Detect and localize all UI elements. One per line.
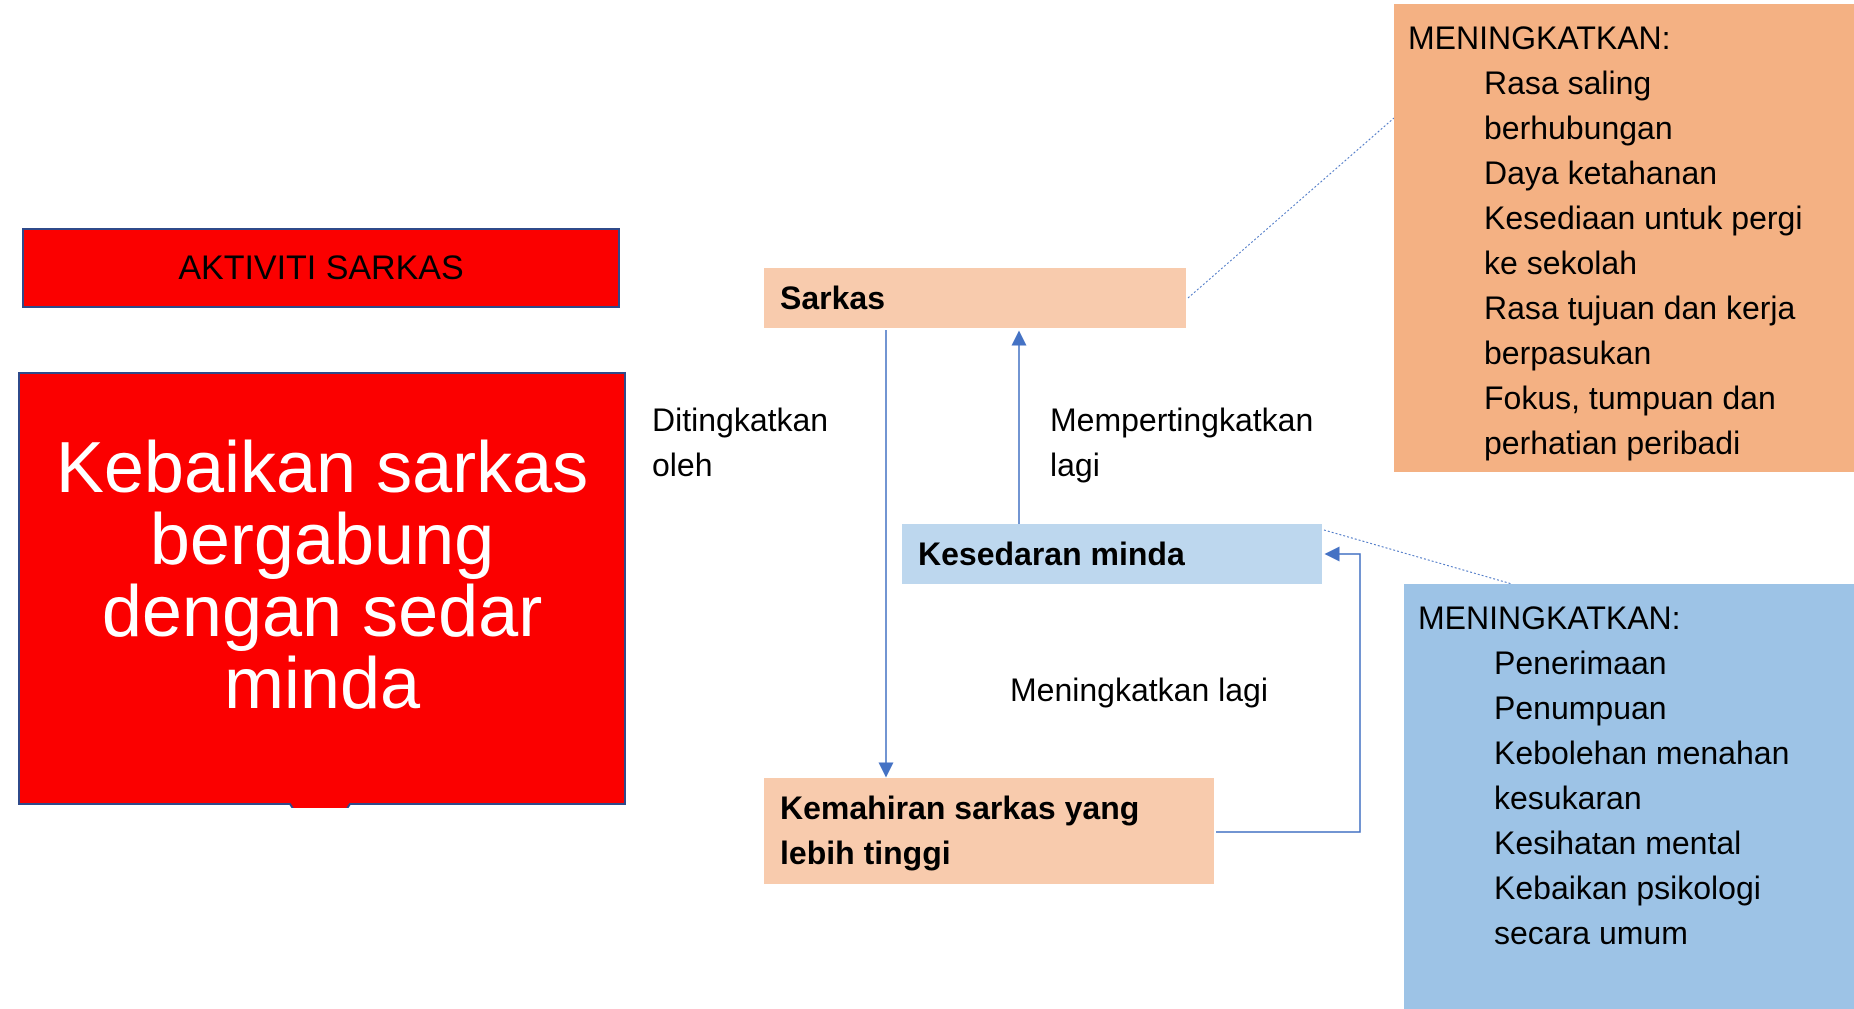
callout-text: Kebaikan sarkas bergabung dengan sedar m…: [55, 428, 589, 724]
orange-panel-heading: MENINGKATKAN:: [1408, 20, 1671, 56]
blue-benefits-panel: MENINGKATKAN: Penerimaan Penumpuan Kebol…: [1404, 584, 1854, 1009]
list-item: Rasa tujuan dan kerja: [1484, 290, 1796, 326]
list-item: ke sekolah: [1484, 245, 1637, 281]
list-item: Kebolehan menahan: [1494, 735, 1790, 771]
list-item: perhatian peribadi: [1484, 425, 1741, 461]
leader-sarkas-to-orange-panel: [1187, 117, 1395, 299]
edge-label-meningkatkan-lagi: Meningkatkan lagi: [1010, 672, 1268, 708]
edge-label-ditingkatkan: Ditingkatkan oleh: [652, 402, 829, 483]
list-item: Kebaikan psikologi: [1494, 870, 1761, 906]
benefit-callout: Kebaikan sarkas bergabung dengan sedar m…: [18, 372, 626, 808]
node-kemahiran-label: Kemahiran sarkas yang lebih tinggi: [780, 790, 1140, 871]
activity-title-box: AKTIVITI SARKAS: [22, 228, 620, 308]
edge-label-mempertingkatkan: Mempertingkatkan lagi: [1050, 402, 1314, 483]
activity-title-label: AKTIVITI SARKAS: [178, 248, 464, 287]
list-item: kesukaran: [1494, 780, 1642, 816]
node-kesedaran-label: Kesedaran minda: [918, 535, 1185, 572]
list-item: Penerimaan: [1494, 645, 1667, 681]
list-item: Kesediaan untuk pergi: [1484, 200, 1803, 236]
node-kemahiran-sarkas: Kemahiran sarkas yang lebih tinggi: [764, 778, 1214, 884]
list-item: secara umum: [1494, 915, 1688, 951]
blue-panel-heading: MENINGKATKAN:: [1418, 600, 1681, 636]
node-sarkas-label: Sarkas: [780, 279, 885, 316]
arrow-kemahiran-to-kesedaran: [1216, 546, 1361, 833]
list-item: Kesihatan mental: [1494, 825, 1742, 861]
orange-panel-list: Rasa saling berhubungan Daya ketahanan K…: [1408, 61, 1854, 466]
list-item: Fokus, tumpuan dan: [1484, 380, 1776, 416]
orange-benefits-panel: MENINGKATKAN: Rasa saling berhubungan Da…: [1394, 4, 1854, 472]
list-item: Penumpuan: [1494, 690, 1667, 726]
leader-kesedaran-to-blue-panel: [1323, 529, 1513, 585]
list-item: berhubungan: [1484, 110, 1673, 146]
list-item: Daya ketahanan: [1484, 155, 1718, 191]
list-item: Rasa saling: [1484, 65, 1652, 101]
node-kesedaran-minda: Kesedaran minda: [902, 524, 1322, 584]
list-item: berpasukan: [1484, 335, 1652, 371]
node-sarkas: Sarkas: [764, 268, 1186, 328]
blue-panel-list: Penerimaan Penumpuan Kebolehan menahan k…: [1418, 641, 1854, 956]
callout-shape: [18, 372, 626, 808]
